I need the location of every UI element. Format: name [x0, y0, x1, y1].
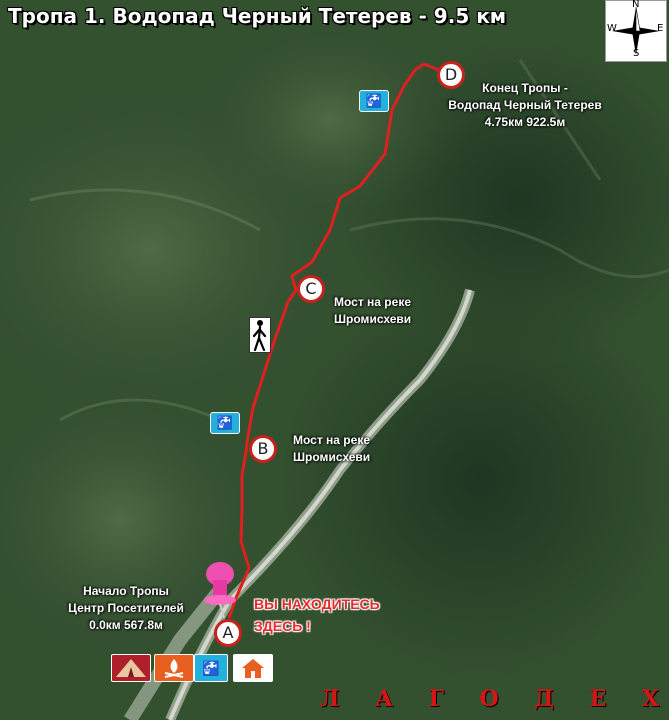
trail-line	[227, 62, 447, 619]
campfire-icon	[154, 654, 194, 682]
compass-south: S	[633, 48, 640, 59]
water-source-icon: 🚰	[359, 90, 389, 112]
location-pin-icon	[204, 562, 236, 619]
tent-icon	[111, 654, 151, 682]
you-are-here-line2: ЗДЕСЬ !	[254, 618, 311, 634]
marker-d: D	[437, 61, 465, 89]
c-label: Мост на реке Шромисхеви	[334, 294, 411, 328]
compass-north: N	[632, 0, 640, 10]
end-label-line1: Конец Тропы -	[482, 81, 568, 95]
end-label: Конец Тропы - Водопад Черный Тетерев 4.7…	[425, 80, 625, 131]
start-label-line2: Центр Посетителей	[68, 601, 184, 615]
house-icon	[233, 654, 273, 682]
marker-a: A	[214, 619, 242, 647]
end-label-line3: 4.75км 922.5м	[484, 115, 566, 129]
you-are-here: ВЫ НАХОДИТЕСЬ ЗДЕСЬ !	[254, 593, 380, 637]
hiker-icon	[249, 317, 271, 353]
compass-west: W	[607, 23, 617, 34]
b-label-line2: Шромисхеви	[293, 450, 371, 464]
start-label-line3: 0.0км 567.8м	[89, 618, 163, 632]
marker-c: C	[297, 275, 325, 303]
compass-east: E	[657, 23, 664, 34]
water-source-icon: 🚰	[194, 654, 228, 682]
end-label-line2: Водопад Черный Тетерев	[448, 98, 602, 112]
c-label-line1: Мост на реке	[334, 295, 411, 309]
compass-rose-icon: N S W E	[605, 0, 667, 62]
region-name: Л А Г О Д Е Х И	[320, 686, 669, 712]
water-source-icon: 🚰	[210, 412, 240, 434]
b-label-line1: Мост на реке	[293, 433, 370, 447]
start-label: Начало Тропы Центр Посетителей 0.0км 567…	[46, 583, 206, 634]
map-title: Тропа 1. Водопад Черный Тетерев - 9.5 км	[8, 4, 507, 28]
b-label: Мост на реке Шромисхеви	[293, 432, 370, 466]
you-are-here-line1: ВЫ НАХОДИТЕСЬ	[254, 596, 380, 612]
marker-b: B	[249, 435, 277, 463]
start-label-line1: Начало Тропы	[83, 584, 169, 598]
c-label-line2: Шромисхеви	[334, 312, 412, 326]
